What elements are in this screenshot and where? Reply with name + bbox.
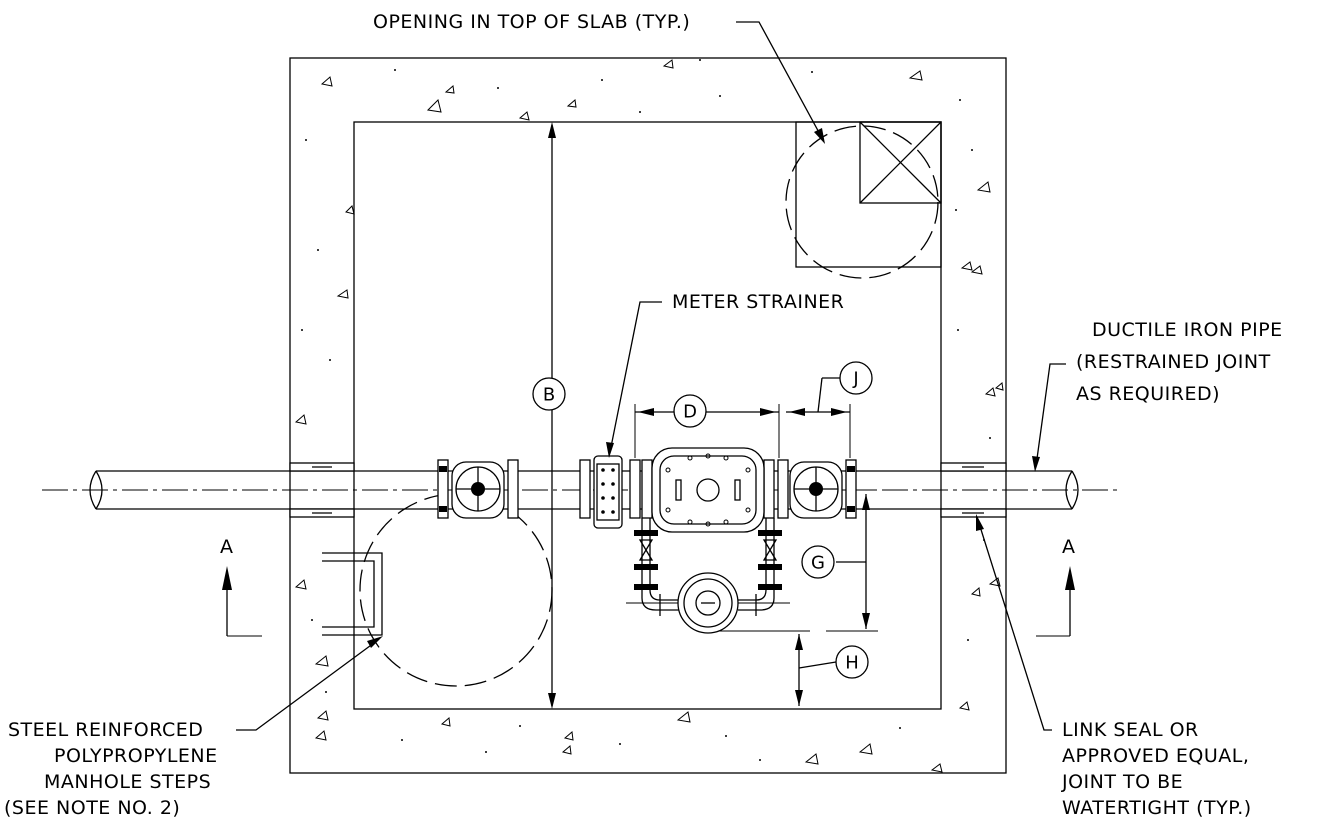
meter-body [641, 447, 775, 533]
opening-hatch-box [859, 121, 942, 204]
section-marker-left: A [220, 536, 262, 637]
link-seal-line3: JOINT TO BE [1061, 771, 1183, 793]
steps-line4: (SEE NOTE NO. 2) [4, 797, 180, 819]
opening-circle [785, 125, 939, 279]
dim-b-label: B [543, 385, 555, 406]
ductile-iron-leader: DUCTILE IRON PIPE (RESTRAINED JOINT AS R… [1032, 319, 1283, 472]
link-seal-line1: LINK SEAL OR [1062, 719, 1199, 741]
link-seal-line4: WATERTIGHT (TYP.) [1062, 797, 1252, 819]
concrete-hatch [294, 59, 1004, 773]
dim-j-label: J [852, 369, 858, 390]
vault-walls [289, 57, 1007, 774]
vault-outer-wall [289, 57, 1007, 774]
manhole-steps [322, 552, 383, 636]
steps-line2: POLYPROPYLENE [54, 745, 218, 767]
meter-strainer-leader: METER STRAINER [606, 291, 844, 458]
dim-d-label: D [683, 402, 697, 423]
dimension-b: B [532, 122, 566, 709]
dimension-j: J [786, 361, 873, 458]
dimension-d: D [634, 394, 780, 458]
dim-h-label: H [845, 653, 859, 674]
section-right-label: A [1062, 536, 1076, 558]
link-seal-leader: LINK SEAL OR APPROVED EQUAL, JOINT TO BE… [976, 514, 1252, 819]
section-left-label: A [220, 536, 234, 558]
ductile-iron-line3: AS REQUIRED) [1076, 383, 1220, 405]
steps-line1: STEEL REINFORCED [8, 719, 203, 741]
meter-strainer-label: METER STRAINER [672, 291, 844, 313]
wall-sleeves [289, 462, 1007, 518]
link-seal-line2: APPROVED EQUAL, [1062, 745, 1249, 767]
dimension-g: G [801, 489, 878, 632]
dim-g-label: G [811, 553, 825, 574]
bypass-piping [626, 518, 790, 634]
meter-strainer [579, 455, 641, 529]
steps-line3: MANHOLE STEPS [44, 771, 211, 793]
opening-label: OPENING IN TOP OF SLAB (TYP.) [373, 11, 690, 33]
ductile-iron-line1: DUCTILE IRON PIPE [1092, 319, 1283, 341]
left-gate-valve [437, 459, 519, 519]
concrete-dots [301, 59, 991, 761]
right-gate-valve [777, 459, 857, 519]
opening-leader: OPENING IN TOP OF SLAB (TYP.) [373, 11, 825, 144]
dimension-h: H [718, 630, 869, 706]
section-marker-right: A [1036, 536, 1076, 637]
ductile-iron-line2: (RESTRAINED JOINT [1076, 351, 1271, 373]
slab-opening [785, 121, 942, 279]
manhole-opening-circle [359, 493, 553, 687]
manhole-steps-leader: STEEL REINFORCED POLYPROPYLENE MANHOLE S… [4, 636, 383, 819]
vault-inner-wall [353, 121, 942, 710]
